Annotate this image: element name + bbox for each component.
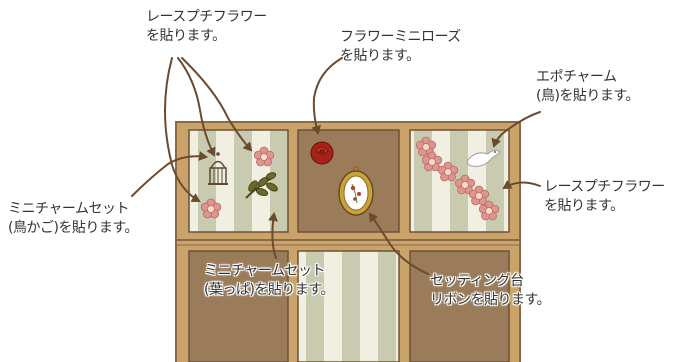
label-line: ミニチャームセット [204, 263, 325, 279]
label-line: (葉っぱ)を貼ります。 [204, 282, 335, 298]
label-leaf: ミニチャームセット (葉っぱ)を貼ります。 [204, 262, 335, 300]
arrow-lace-top-3 [164, 57, 201, 203]
oval-setting-icon [338, 165, 374, 216]
label-epochar: エポチャーム (鳥)を貼ります。 [536, 68, 640, 106]
arrow-rose [311, 57, 343, 135]
arrow-cage [131, 151, 208, 197]
label-rose: フラワーミニローズ を貼ります。 [340, 28, 461, 66]
arrow-bird [491, 111, 541, 148]
label-cage: ミニチャームセット (鳥かご)を貼ります。 [8, 200, 139, 238]
label-line: エポチャーム [536, 69, 617, 85]
compartment-bottom-right [409, 250, 510, 362]
arrows [131, 57, 541, 275]
label-line: (鳥)を貼ります。 [536, 88, 640, 104]
label-setting: セッティング台 リボンを貼ります。 [430, 272, 551, 310]
label-line: リボンを貼ります。 [430, 292, 551, 308]
label-line: を貼ります。 [544, 198, 624, 214]
arrow-setting [368, 212, 429, 275]
label-line: レースプチフラワー [544, 179, 665, 195]
label-lace-top: レースプチフラワー を貼ります。 [146, 8, 267, 46]
arrow-lace-top-1 [177, 57, 216, 157]
label-line: ミニチャームセット [8, 201, 129, 217]
label-line: レースプチフラワー [146, 9, 267, 25]
label-line: を貼ります。 [146, 28, 226, 44]
compartment-bottom-middle [297, 250, 400, 362]
rose-icon [310, 141, 334, 165]
label-lace-right: レースプチフラワー を貼ります。 [544, 178, 665, 216]
birdcage-icon [208, 152, 228, 185]
label-line: (鳥かご)を貼ります。 [8, 220, 139, 236]
leaf-charm-icon [245, 172, 278, 199]
label-line: セッティング台 [430, 273, 524, 289]
label-line: フラワーミニローズ [340, 29, 461, 45]
label-line: を貼ります。 [340, 48, 420, 64]
arrow-lace-right [502, 180, 541, 190]
bird-charm-icon [467, 149, 501, 167]
arrow-lace-top-2 [181, 57, 253, 152]
compartment-bottom-left [188, 250, 289, 362]
arrow-leaf [268, 212, 278, 259]
